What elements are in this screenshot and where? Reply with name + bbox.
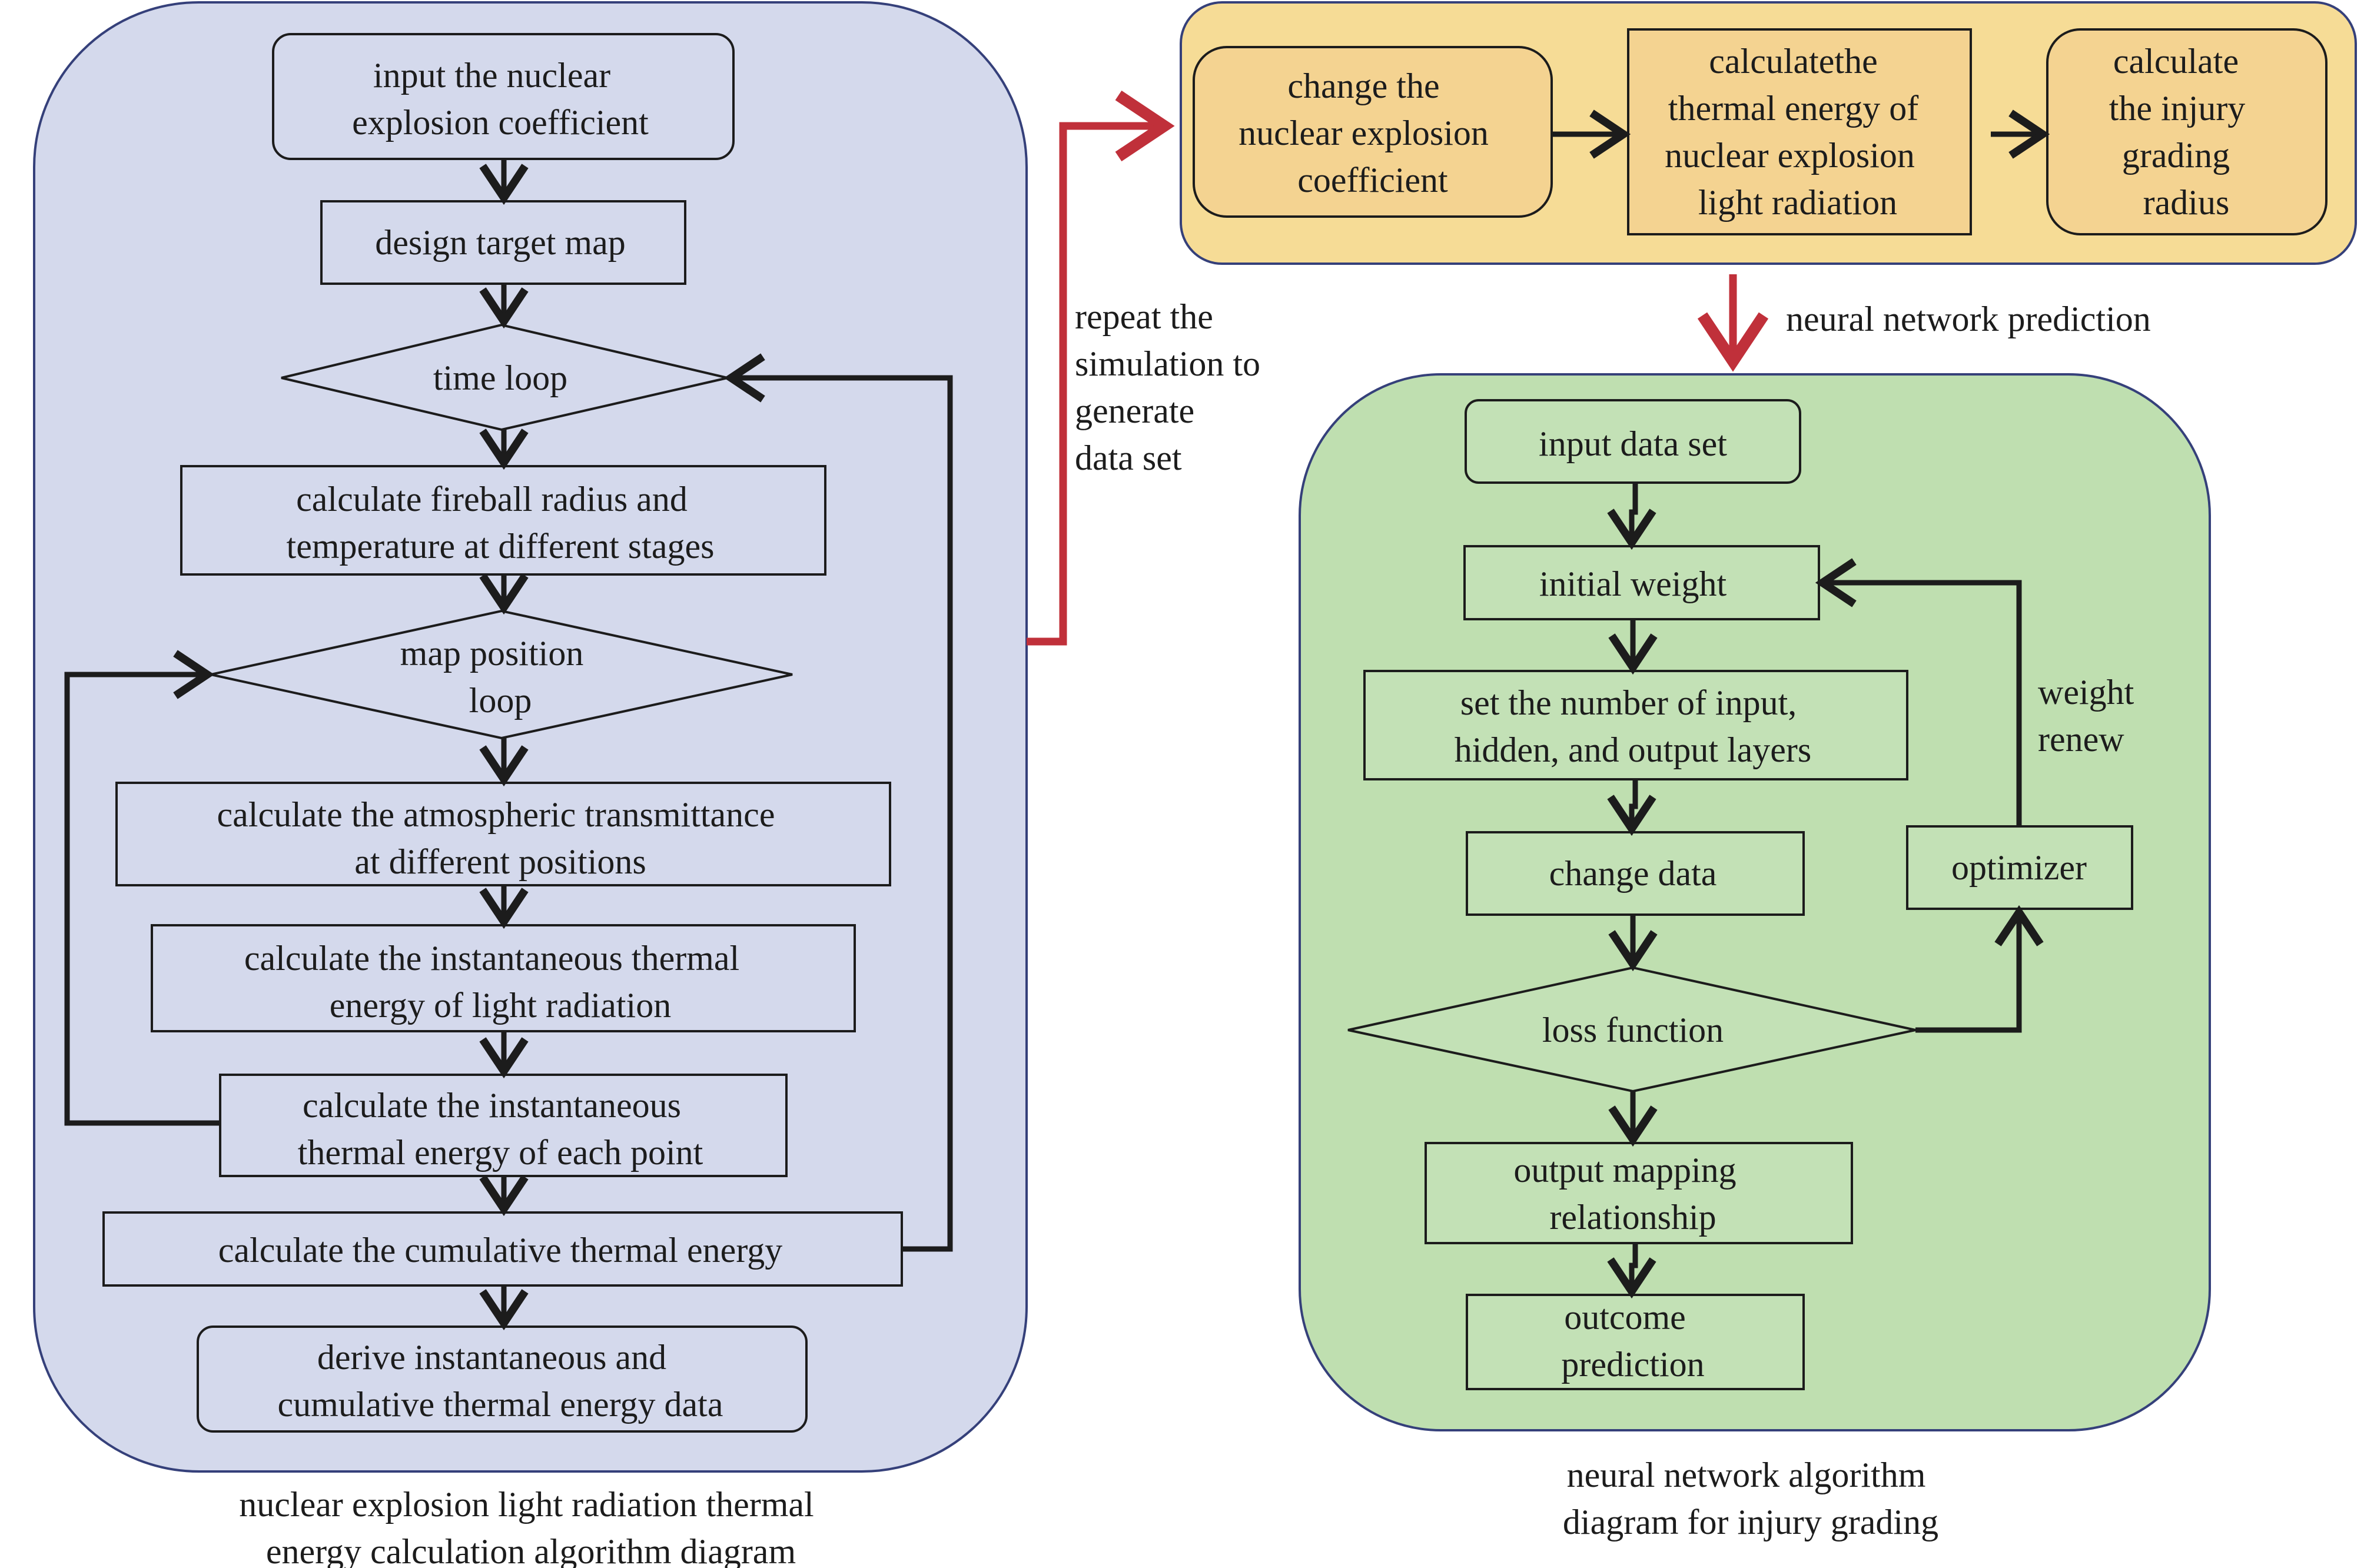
node-text: output mapping relationship <box>1513 1151 1745 1237</box>
node-text: input the nuclear explosion coefficient <box>352 56 649 142</box>
node-input-coefficient: input the nuclear explosion coefficient <box>272 33 735 160</box>
left-panel-caption: nuclear explosion light radiation therma… <box>239 1485 822 1568</box>
node-derive-data: derive instantaneous and cumulative ther… <box>197 1326 808 1433</box>
neural-network-prediction-label: neural network prediction <box>1786 300 2151 338</box>
node-text: input data set <box>1539 424 1727 463</box>
edge-loop-back-map-position <box>64 650 220 1126</box>
node-atmospheric-transmittance: calculate the atmospheric transmittance … <box>115 782 891 886</box>
left-panel-edges <box>64 159 953 1331</box>
node-cumulative-energy: calculate the cumulative thermal energy <box>102 1211 903 1287</box>
node-text: change the nuclear explosion coefficient <box>1239 67 1498 200</box>
node-text: calculatethe thermal energy of nuclear e… <box>1665 42 1927 222</box>
node-map-position-loop: map position loop <box>210 609 793 740</box>
node-text: calculate the cumulative thermal energy <box>218 1231 782 1270</box>
node-calc-thermal-energy: calculatethe thermal energy of nuclear e… <box>1627 28 1972 235</box>
edge-layers-to-change-data <box>1607 779 1656 836</box>
node-text: loss function <box>1542 1011 1724 1049</box>
node-instantaneous-point-energy: calculate the instantaneous thermal ener… <box>219 1074 788 1177</box>
red-arrow-repeat-simulation <box>1027 90 1175 646</box>
right-panel-edges <box>1607 483 2044 1299</box>
edge-loop-back-time <box>723 353 953 1252</box>
node-text: calculate the injury grading radius <box>2109 42 2255 222</box>
node-instantaneous-light-energy: calculate the instantaneous thermal ener… <box>151 924 856 1032</box>
node-text: optimizer <box>1951 848 2087 887</box>
node-text: calculate the atmospheric transmittance … <box>217 795 784 881</box>
node-initial-weight: initial weight <box>1463 545 1820 620</box>
node-set-layers: set the number of input, hidden, and out… <box>1363 670 1908 780</box>
node-outcome-prediction: outcome prediction <box>1466 1294 1805 1390</box>
weight-renew-label: weight renew <box>2038 673 2143 759</box>
node-text: change data <box>1549 854 1717 893</box>
node-loss-function: loss function <box>1347 966 1916 1093</box>
node-text: derive instantaneous and cumulative ther… <box>278 1338 723 1424</box>
node-design-target-map: design target map <box>320 200 686 285</box>
node-text: calculate the instantaneous thermal ener… <box>244 939 748 1025</box>
node-change-coefficient: change the nuclear explosion coefficient <box>1193 46 1553 218</box>
edge-loss-to-optimizer <box>1915 905 2044 1033</box>
node-output-mapping: output mapping relationship <box>1425 1142 1853 1244</box>
edge-input-data-to-weight <box>1607 483 1656 550</box>
node-text: design target map <box>375 223 625 262</box>
node-fireball: calculate fireball radius and temperatur… <box>180 465 826 576</box>
node-text: map position loop <box>400 634 593 720</box>
node-text: set the number of input, hidden, and out… <box>1455 683 1812 769</box>
node-text: outcome prediction <box>1561 1298 1704 1384</box>
edge-optimizer-weight-renew <box>1815 558 2022 826</box>
node-input-data-set: input data set <box>1465 399 1801 484</box>
node-optimizer: optimizer <box>1906 825 2133 910</box>
node-calc-injury-radius: calculate the injury grading radius <box>2046 28 2328 235</box>
edge-output-to-outcome <box>1607 1243 1656 1299</box>
node-time-loop: time loop <box>281 323 728 431</box>
right-panel-caption: neural network algorithm diagram for inj… <box>1563 1456 1938 1542</box>
node-text: calculate fireball radius and temperatur… <box>287 480 715 566</box>
node-text: time loop <box>433 358 567 397</box>
node-text: calculate the instantaneous thermal ener… <box>298 1086 703 1172</box>
node-change-data: change data <box>1466 831 1805 916</box>
repeat-simulation-label: repeat the simulation to generate data s… <box>1075 297 1269 477</box>
node-text: initial weight <box>1539 564 1727 603</box>
